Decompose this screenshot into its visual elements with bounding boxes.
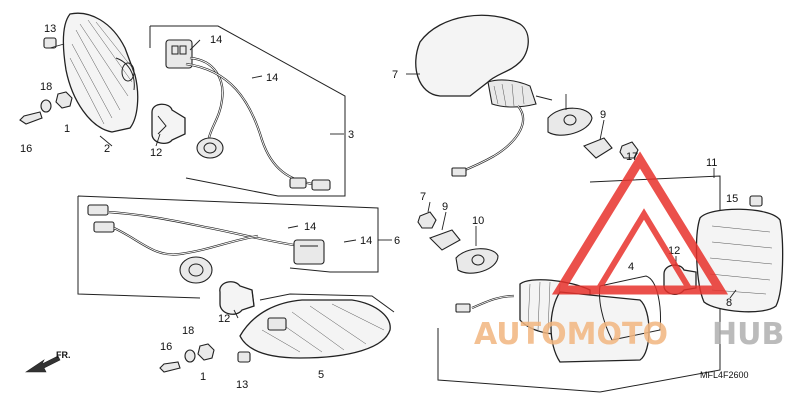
group-box-6	[77, 195, 379, 299]
gasket-4	[599, 275, 661, 341]
nut-1-upper	[55, 91, 73, 109]
callout-12-upper: 12	[150, 147, 162, 159]
callout-18-lower: 18	[182, 325, 194, 337]
callout-4: 4	[628, 261, 634, 273]
callout-9-upper: 9	[600, 109, 606, 121]
nut-17-upper	[619, 141, 639, 159]
screw-16-lower	[159, 361, 181, 373]
callout-14-c: 14	[304, 221, 316, 233]
callout-14-b: 14	[266, 72, 278, 84]
washer-18-lower	[184, 349, 196, 363]
callout-9-lower: 9	[442, 201, 448, 213]
callout-16-upper: 16	[20, 143, 32, 155]
callout-7-upper: 7	[392, 69, 398, 81]
callout-10-lower: 10	[472, 215, 484, 227]
front-direction-arrow: FR.	[25, 350, 71, 373]
group-box-5	[259, 293, 395, 313]
leader-lines	[99, 39, 737, 319]
callout-7-lower: 7	[420, 191, 426, 203]
screw-13-upper	[43, 37, 65, 49]
callout-11: 11	[706, 157, 717, 169]
callout-6: 6	[394, 235, 400, 247]
group-box-3	[149, 25, 346, 197]
callout-1-upper: 1	[64, 123, 70, 135]
callout-1-lower: 1	[200, 371, 206, 383]
callout-12-lower: 12	[218, 313, 230, 325]
nut-1-lower	[197, 343, 215, 361]
callout-labels: 13 14 14 18 1 3 2 12 16 14 14 6 12 18 16…	[20, 23, 738, 391]
direction-label: FR.	[56, 350, 71, 360]
callout-18-upper: 18	[40, 81, 52, 93]
socket-harness-upper	[165, 39, 331, 191]
callout-14-a: 14	[210, 34, 222, 46]
socket-harness-lower	[87, 204, 325, 284]
diagram-code: MFL4F2600	[700, 370, 749, 380]
watermark-brand-auto: AUTOMOTO	[474, 317, 668, 352]
screw-15	[749, 195, 763, 207]
spacer-9-upper	[583, 137, 613, 159]
rear-signal-body-lower	[455, 279, 650, 363]
watermark-brand-hub: HUB	[712, 317, 784, 352]
rear-lens-8	[695, 208, 784, 313]
callout-3: 3	[348, 129, 354, 141]
bulb-lower	[219, 281, 255, 315]
screw-13-lower	[237, 351, 251, 363]
callout-13-lower: 13	[236, 379, 248, 391]
callout-5: 5	[318, 369, 324, 381]
callout-13-upper: 13	[44, 23, 56, 35]
callout-2: 2	[104, 143, 110, 155]
front-right-lens	[239, 299, 391, 359]
callout-15: 15	[726, 193, 738, 205]
callout-16-lower: 16	[160, 341, 172, 353]
rear-signal-housing-upper	[415, 14, 553, 177]
grommet-10-upper	[547, 107, 593, 136]
washer-18-upper	[40, 99, 52, 113]
nut-7-lower	[417, 211, 437, 229]
spacer-9-lower	[429, 229, 461, 251]
screw-16-upper	[19, 111, 43, 125]
bulb-upper	[151, 103, 186, 145]
grommet-10-lower	[455, 248, 499, 274]
callout-8: 8	[726, 297, 732, 309]
callout-14-d: 14	[360, 235, 372, 247]
watermark-logo: AUTOMOTO HUB	[474, 151, 784, 352]
front-left-lens-housing	[62, 12, 139, 133]
